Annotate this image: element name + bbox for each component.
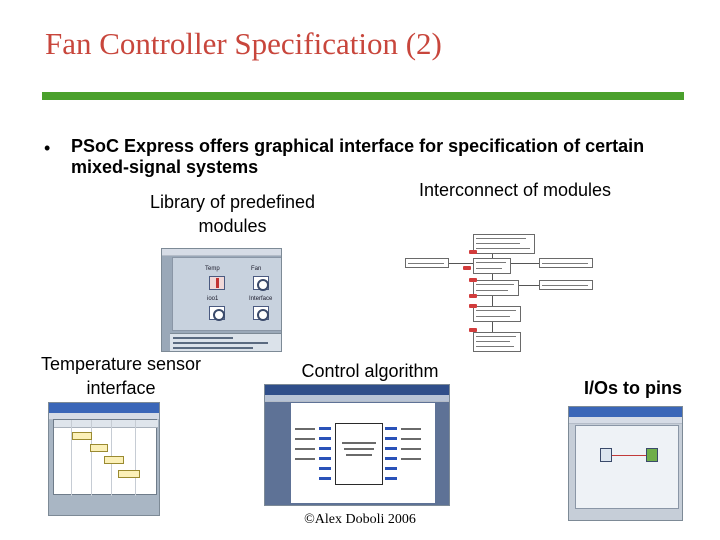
title-divider (42, 92, 684, 100)
slide-title: Fan Controller Specification (2) (45, 26, 442, 61)
control-canvas (291, 403, 435, 503)
diagram-node (473, 306, 521, 322)
chip-outline (335, 423, 383, 485)
library-screenshot: Temp Fan ioo1 Interface (161, 248, 282, 352)
diagram-node (473, 332, 521, 352)
fan-icon (253, 276, 269, 291)
diagram-node (539, 280, 593, 290)
library-toolbar (162, 249, 281, 256)
interface-icon (253, 306, 269, 321)
diagram-node (405, 258, 449, 268)
thermometer-icon (209, 276, 225, 290)
control-screenshot (264, 384, 450, 506)
temperature-screenshot (48, 402, 160, 516)
diagram-node (473, 234, 535, 254)
pin-marker (463, 266, 471, 270)
label-ios: I/Os to pins (583, 378, 682, 398)
bullet-text: PSoC Express offers graphical interface … (71, 136, 645, 177)
pin-marker (469, 328, 477, 332)
library-panel: Temp Fan ioo1 Interface (172, 257, 281, 331)
io-toolbar (569, 417, 682, 424)
tile-caption: Temp (205, 266, 220, 272)
io-block-green (646, 448, 658, 462)
interconnect-diagram (403, 232, 599, 356)
io-canvas (575, 425, 679, 509)
module-icon (209, 306, 225, 321)
control-toolbar (265, 395, 449, 402)
label-library: Library of predefined modules (149, 192, 316, 236)
io-window-title (569, 407, 682, 417)
control-window-title (265, 385, 449, 395)
diagram-node (539, 258, 593, 268)
tile-caption: Interface (249, 296, 273, 302)
temperature-window-title (49, 403, 159, 413)
pin-marker (469, 304, 477, 308)
io-screenshot (568, 406, 683, 521)
tile-caption: Fan (251, 266, 262, 272)
diagram-node (473, 258, 511, 274)
bullet-dot: • (44, 138, 51, 158)
library-info-panel (170, 333, 281, 351)
temperature-grid (53, 419, 158, 496)
tile-caption: ioo1 (207, 296, 219, 302)
label-temperature: Temperature sensor interface (40, 354, 202, 398)
pin-marker (469, 278, 477, 282)
footer-copyright: ©Alex Doboli 2006 (304, 512, 416, 527)
pin-marker (469, 294, 477, 298)
diagram-node (473, 280, 519, 296)
pin-marker (469, 250, 477, 254)
label-interconnect: Interconnect of modules (418, 180, 612, 200)
label-control: Control algorithm (301, 361, 439, 381)
io-block (600, 448, 612, 462)
